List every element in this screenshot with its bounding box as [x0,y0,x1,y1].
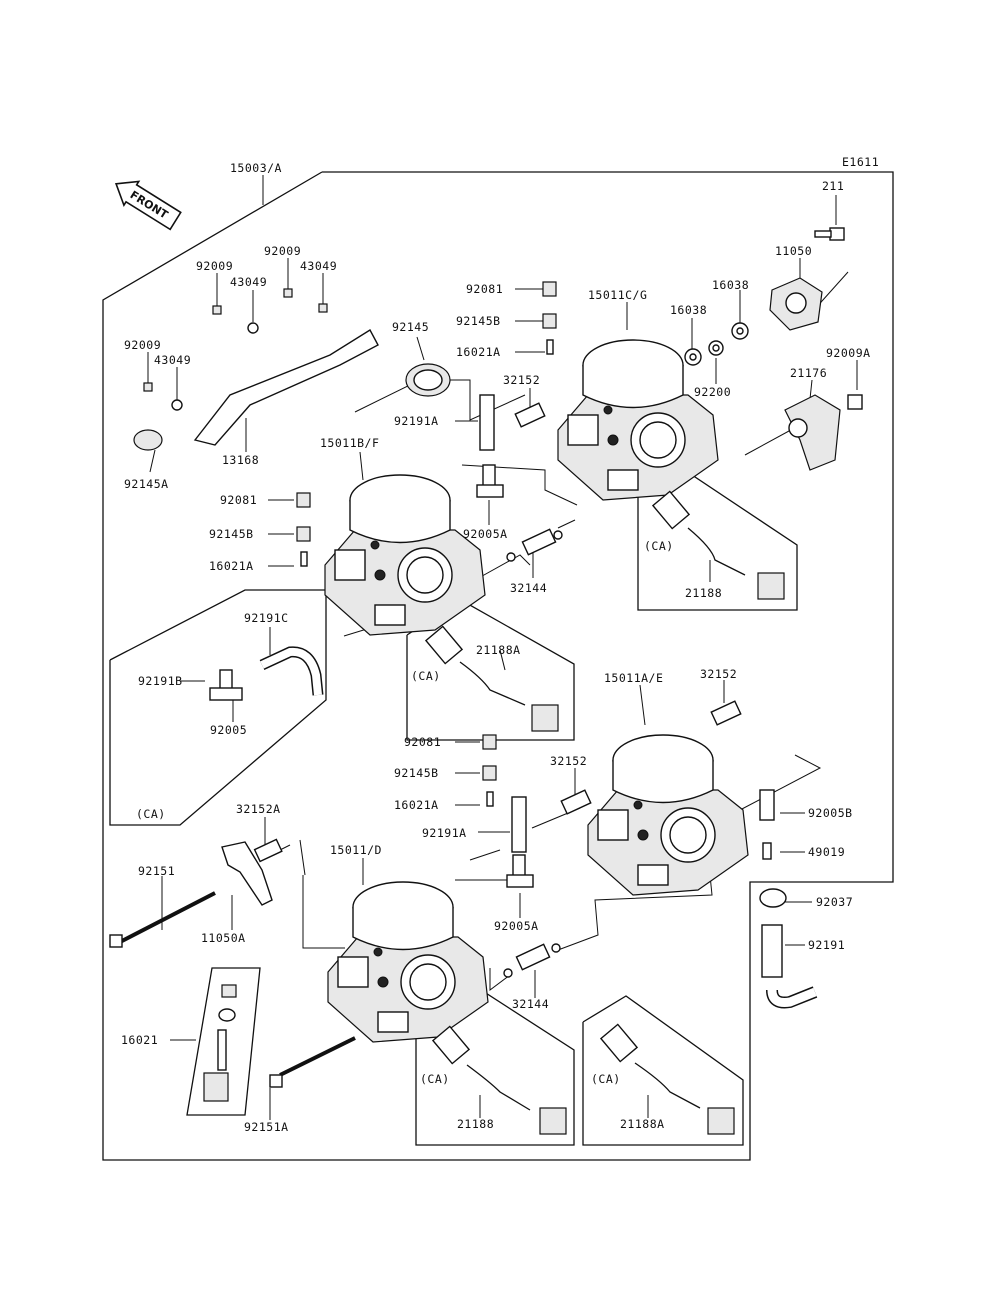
carburetor-15011CG [557,339,719,501]
carburetor-15011BF [324,474,486,636]
ca-tag: (CA) [644,539,674,553]
label-92145B: 92145B [394,766,439,780]
ca-tag: (CA) [411,669,441,683]
label-15011CG: 15011C/G [588,288,647,302]
label-92145: 92145 [392,320,429,334]
label-32144: 32144 [510,581,547,595]
label-92151: 92151 [138,864,175,878]
label-13168: 13168 [222,453,259,467]
front-arrow-icon: FRONT [114,180,182,231]
label-32152: 32152 [503,373,540,387]
ca-tag: (CA) [136,807,166,821]
box-16021 [186,967,261,1116]
assembly-frame [102,171,894,1161]
label-21188A: 21188A [620,1117,665,1131]
label-43049: 43049 [230,275,267,289]
label-16038: 16038 [670,303,707,317]
label-92191C: 92191C [244,611,289,625]
ca-box-21188A-low: (CA) [582,995,744,1146]
part-labels: 15003/A 211 11050 16038 16038 92200 9200… [121,161,871,1134]
label-92191: 92191 [808,938,845,952]
carburetor-15011D [327,881,489,1043]
label-15011AE: 15011A/E [604,671,663,685]
label-92191A: 92191A [394,414,439,428]
label-21188A: 21188A [476,643,521,657]
label-92037: 92037 [816,895,853,909]
part-shapes [109,227,863,1102]
label-32152A: 32152A [236,802,281,816]
label-92005A: 92005A [494,919,539,933]
label-92009: 92009 [124,338,161,352]
label-92151A: 92151A [244,1120,289,1134]
connector-parts [424,490,785,1135]
label-92081: 92081 [404,735,441,749]
label-92009: 92009 [196,259,233,273]
label-21188: 21188 [685,586,722,600]
label-11050: 11050 [775,244,812,258]
label-92081: 92081 [466,282,503,296]
label-21176: 21176 [790,366,827,380]
label-49019: 49019 [808,845,845,859]
label-92009: 92009 [264,244,301,258]
carburetor-15011AE [587,734,749,896]
label-92081: 92081 [220,493,257,507]
label-92200: 92200 [694,385,731,399]
label-92005B: 92005B [808,806,853,820]
label-21188: 21188 [457,1117,494,1131]
label-15011D: 15011/D [330,843,382,857]
label-92005: 92005 [210,723,247,737]
ca-box-hose: (CA) [109,589,327,826]
label-11050A: 11050A [201,931,246,945]
label-16021A: 16021A [394,798,439,812]
label-92005A: 92005A [463,527,508,541]
label-16021A: 16021A [456,345,501,359]
label-32152: 32152 [550,754,587,768]
label-92191B: 92191B [138,674,183,688]
diagram-code: E1611 [842,155,879,169]
label-92145B: 92145B [209,527,254,541]
label-16021: 16021 [121,1033,158,1047]
label-43049: 43049 [300,259,337,273]
ca-tag: (CA) [420,1072,450,1086]
label-92145A: 92145A [124,477,169,491]
label-15003A: 15003/A [230,161,282,175]
ca-tag: (CA) [591,1072,621,1086]
label-92145B: 92145B [456,314,501,328]
label-32144: 32144 [512,997,549,1011]
label-92009A: 92009A [826,346,871,360]
label-32152: 32152 [700,667,737,681]
label-211: 211 [822,179,844,193]
label-92191A: 92191A [422,826,467,840]
label-16038: 16038 [712,278,749,292]
label-16021A: 16021A [209,559,254,573]
label-15011BF: 15011B/F [320,436,379,450]
label-43049: 43049 [154,353,191,367]
